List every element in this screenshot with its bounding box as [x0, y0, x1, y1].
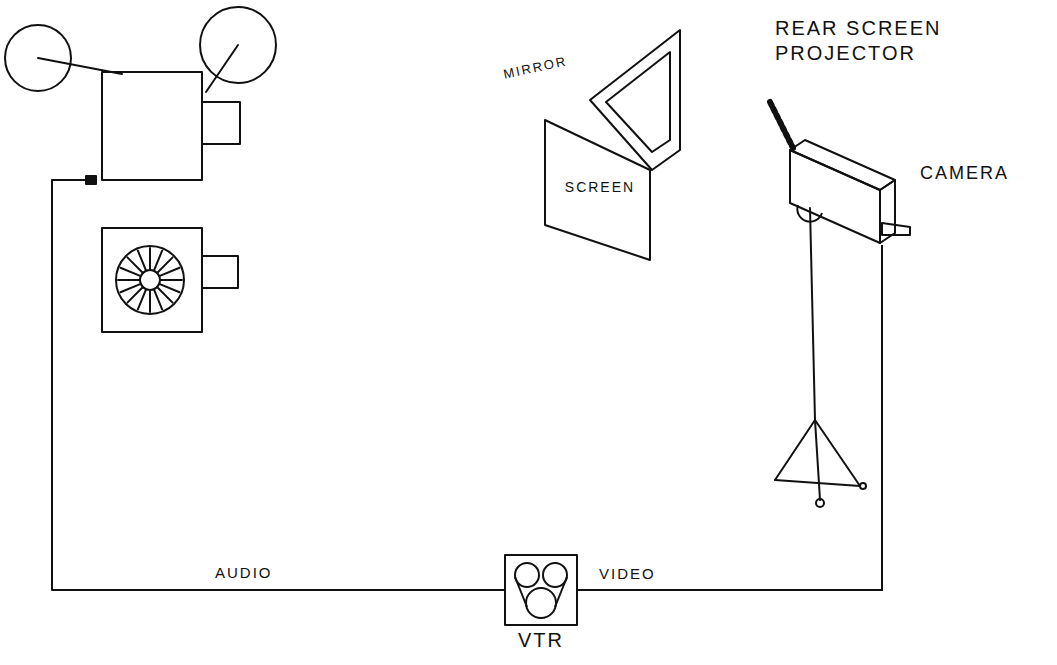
camera-label: CAMERA [920, 163, 1009, 184]
carousel-spoke [149, 290, 151, 312]
carousel-spoke [149, 248, 151, 270]
carousel-spoke [159, 268, 179, 276]
signal-label: AUDIO [215, 564, 273, 583]
carousel-spoke [120, 284, 140, 292]
carousel-spoke [118, 279, 140, 281]
screen-label: SCREEN [565, 179, 635, 195]
camera-tripod [775, 208, 866, 507]
carousel-spoke [154, 289, 162, 309]
screen-node: SCREEN [545, 115, 655, 260]
slide-projector [102, 228, 238, 332]
carousel-spoke [138, 250, 146, 270]
carousel-spoke [160, 279, 182, 281]
camera-outline [770, 135, 915, 245]
audio-wire [52, 180, 505, 590]
vtr-outline [505, 555, 577, 625]
signal-label: VIDEO [599, 565, 656, 584]
film-projector [5, 7, 276, 184]
camera-cable [770, 102, 793, 148]
part-label: MIRROR [502, 53, 569, 82]
camera-node: CAMERA [770, 135, 1015, 245]
signal-wire [577, 245, 882, 590]
vtr-label: VTR [518, 629, 564, 652]
device-label: REAR SCREEN PROJECTOR [775, 16, 955, 66]
vtr-node: VTR [505, 555, 577, 652]
